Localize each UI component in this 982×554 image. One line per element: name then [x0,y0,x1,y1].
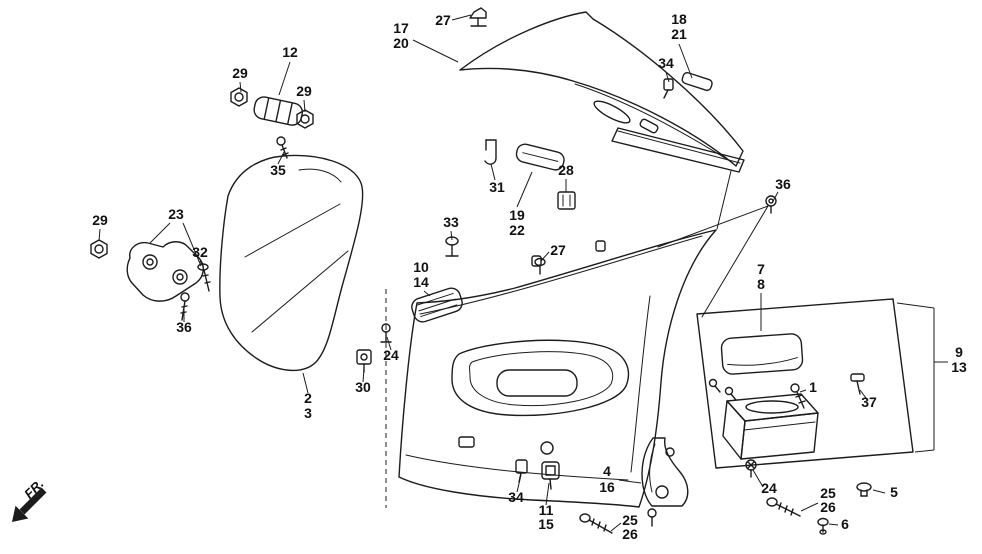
part-label-37: 37 [861,394,877,410]
part-label-33: 33 [443,214,459,230]
part-label-27-top: 27 [435,12,451,28]
part-label-25-right: 25 [820,485,836,501]
part-label-25-bottom: 25 [622,512,638,528]
part-label-18: 18 [671,11,687,27]
part-label-35: 35 [270,162,286,178]
grommet-6 [817,517,829,535]
part-label-5: 5 [890,484,898,500]
screw-24-bottom-right [745,459,757,478]
part-label-31: 31 [489,179,505,195]
part-label-24-left: 24 [383,347,399,363]
part-label-29-b: 29 [296,83,312,99]
fr-direction-arrow: FR. [12,476,47,522]
part-label-28: 28 [558,162,574,178]
clip-11-15 [541,461,560,490]
clip-31 [484,139,497,165]
screw-25-26-right [766,497,801,517]
part-label-4: 4 [603,463,611,479]
clip-30 [356,349,372,373]
clip-28 [557,191,576,210]
garnish-strip [611,71,745,173]
part-label-20: 20 [393,35,409,51]
part-label-30: 30 [355,379,371,395]
bracket-23 [126,241,204,302]
grille-10-14 [411,287,463,323]
part-labels: 17 20 27 18 21 34 12 29 29 35 31 19 22 2… [92,11,967,542]
screw-32 [197,263,211,292]
group-box-9-13 [696,298,914,469]
part-label-19: 19 [509,207,525,223]
part-label-29-c: 29 [92,212,108,228]
clip-27-top [469,7,487,27]
part-label-29-a: 29 [232,65,248,81]
part-label-34-top: 34 [658,55,674,71]
part-label-9: 9 [955,344,963,360]
part-label-7: 7 [757,261,765,277]
part-label-12: 12 [282,44,298,60]
sash-19-22 [515,143,565,171]
part-label-6: 6 [841,516,849,532]
part-label-14: 14 [413,274,429,290]
fr-label: FR. [21,476,46,501]
screw-36-left [180,292,190,321]
part-label-11: 11 [539,502,554,518]
part-label-15: 15 [538,516,554,532]
nut-29-right [296,109,314,129]
fr-arrow-head [12,505,29,522]
nut-29-left [230,87,248,107]
part-label-26-right: 26 [820,499,836,515]
grommet-5 [856,482,872,497]
leader-lines [98,14,948,532]
part-label-10: 10 [413,259,429,275]
part-label-8: 8 [757,276,765,292]
quarter-trim-panel [398,229,717,508]
part-label-34-bottom: 34 [508,489,524,505]
clip-bottom-center [647,508,657,527]
clip-27-mid [534,257,546,275]
part-label-3: 3 [304,405,312,421]
part-label-16: 16 [599,479,615,495]
clip-24-left [380,323,392,343]
part-label-21: 21 [671,26,687,42]
nut-29-far-left [90,239,108,259]
screw-25-26-bottom [579,513,613,534]
fr-arrow-shaft [19,487,47,515]
part-label-22: 22 [509,222,525,238]
pocket-tray [722,393,819,460]
clip-34-bottom [515,459,528,483]
part-label-26-bottom: 26 [622,526,638,542]
part-label-13: 13 [951,359,967,375]
box-screws [708,378,737,401]
handle-12 [253,96,303,126]
part-label-1: 1 [809,379,817,395]
part-label-36-left: 36 [176,319,192,335]
part-label-23: 23 [168,206,184,222]
part-label-27-mid: 27 [550,242,566,258]
screw-1 [790,383,806,409]
bracket-4-16 [641,437,689,507]
part-label-17: 17 [393,20,409,36]
window-seal [219,154,364,372]
part-label-32: 32 [192,244,208,260]
clip-37 [850,373,865,395]
ashtray-lid-7-8 [720,333,804,375]
part-label-36-right: 36 [775,176,791,192]
part-label-2: 2 [304,390,312,406]
part-label-24-right: 24 [761,480,777,496]
